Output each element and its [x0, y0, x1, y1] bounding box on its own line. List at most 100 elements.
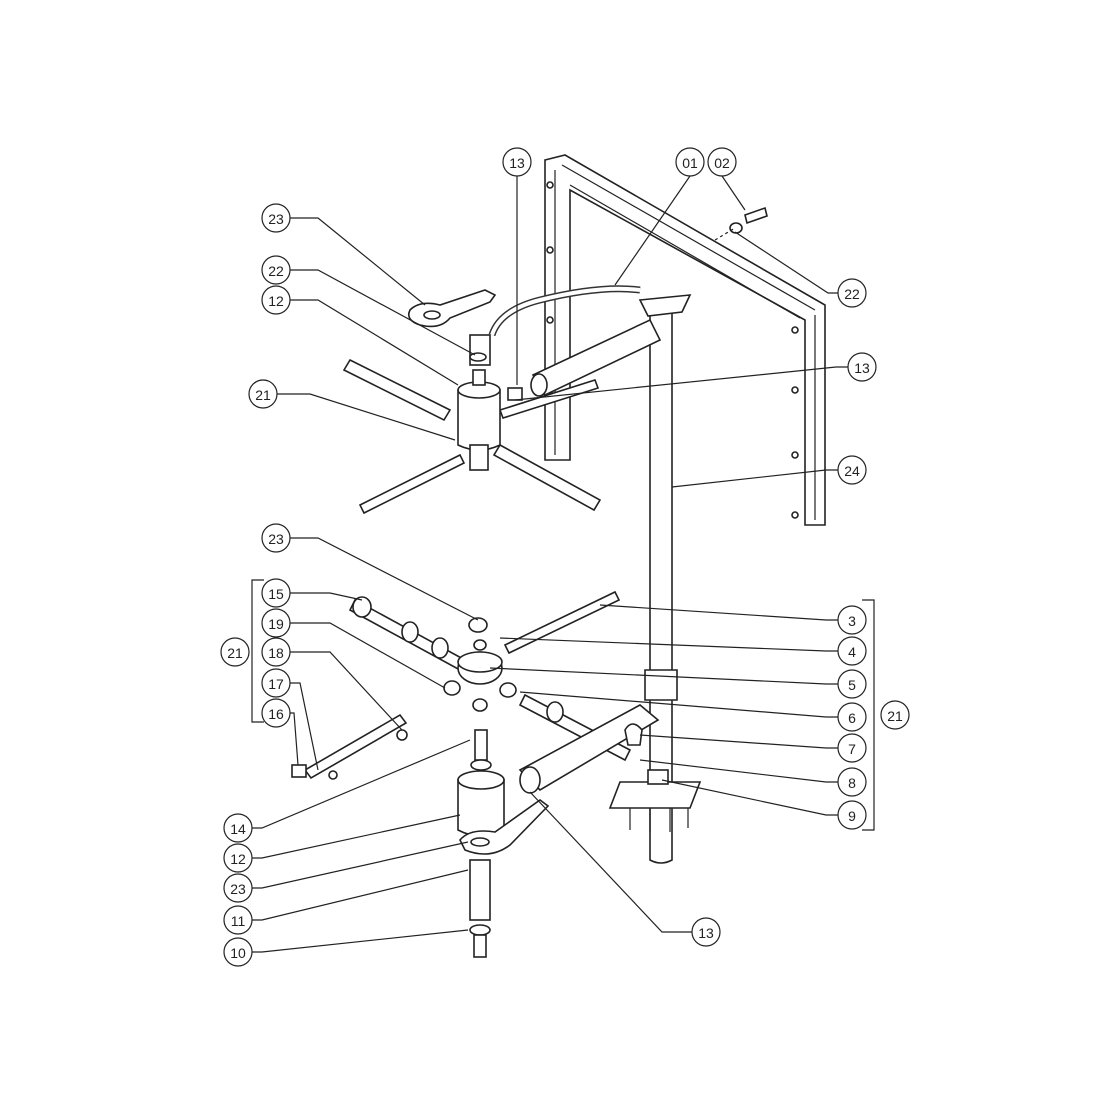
leader-line — [599, 604, 838, 621]
callout-circle — [223, 873, 253, 903]
callout-circle — [261, 698, 291, 728]
group-bracket-left — [251, 579, 264, 723]
callout-circle — [837, 733, 867, 763]
callout-10: 10 — [223, 937, 253, 967]
vertical-pipe — [638, 294, 692, 864]
callout-label: 10 — [230, 945, 246, 961]
callout-circle — [837, 278, 867, 308]
callout-label: 19 — [268, 616, 284, 632]
leader-line — [671, 469, 838, 488]
callout-label: 12 — [230, 851, 246, 867]
callout-label: 21 — [227, 645, 243, 661]
callout-01: 01 — [675, 147, 705, 177]
callout-21: 21 — [880, 700, 910, 730]
bracket-part — [407, 289, 497, 328]
callout-circle — [837, 455, 867, 485]
leader-line — [661, 779, 838, 816]
callout-12: 12 — [223, 843, 253, 873]
callout-label: 23 — [268, 211, 284, 227]
callout-6: 6 — [837, 702, 867, 732]
callout-circle — [837, 669, 867, 699]
callout-14: 14 — [223, 813, 253, 843]
callout-label: 24 — [844, 463, 860, 479]
callout-circle — [837, 800, 867, 830]
leader-line — [519, 691, 838, 718]
callout-12: 12 — [261, 285, 291, 315]
leader-line — [734, 231, 838, 294]
lower-wash-arm — [291, 590, 660, 794]
callout-16: 16 — [261, 698, 291, 728]
callout-label: 16 — [268, 706, 284, 722]
callout-circle — [220, 637, 250, 667]
callout-label: 11 — [231, 913, 246, 929]
door-frame — [544, 154, 826, 526]
callout-circle — [837, 605, 867, 635]
callout-21: 21 — [220, 637, 250, 667]
leader-line — [252, 841, 469, 889]
callout-15: 15 — [261, 578, 291, 608]
callout-circle — [261, 608, 291, 638]
callout-label: 15 — [268, 586, 284, 602]
leader-line — [290, 269, 476, 356]
leader-line — [252, 869, 469, 921]
leader-line — [290, 622, 446, 689]
leader-line — [290, 217, 426, 306]
callout-23: 23 — [261, 203, 291, 233]
group-bracket-right — [862, 599, 875, 831]
leader-line — [252, 929, 469, 953]
callout-label: 23 — [268, 531, 284, 547]
callout-label: 12 — [268, 293, 284, 309]
leader-line — [514, 366, 848, 401]
callout-label: 21 — [887, 708, 903, 724]
callout-22: 22 — [837, 278, 867, 308]
callout-label: 02 — [714, 155, 730, 171]
callout-circle — [261, 637, 291, 667]
callout-13: 13 — [691, 917, 721, 947]
callout-circle — [837, 636, 867, 666]
callout-11: 11 — [223, 905, 253, 935]
callout-circle — [880, 700, 910, 730]
callout-24: 24 — [837, 455, 867, 485]
upper-wash-arm — [342, 318, 662, 515]
leader-line — [489, 667, 838, 685]
callout-17: 17 — [261, 668, 291, 698]
callout-5: 5 — [837, 669, 867, 699]
callout-circle — [691, 917, 721, 947]
callout-4: 4 — [837, 636, 867, 666]
callout-circle — [675, 147, 705, 177]
callout-circle — [223, 813, 253, 843]
leader-line — [639, 734, 838, 749]
callout-label: 22 — [268, 263, 284, 279]
callout-label: 7 — [848, 741, 856, 757]
callout-circle — [502, 147, 532, 177]
leader-line — [290, 299, 459, 386]
callout-circle — [837, 702, 867, 732]
callout-circle — [223, 905, 253, 935]
callout-circle — [707, 147, 737, 177]
leader-line — [721, 175, 746, 211]
callout-circle — [261, 285, 291, 315]
leader-line — [529, 791, 692, 933]
leader-line — [639, 759, 838, 783]
callout-9: 9 — [837, 800, 867, 830]
callout-label: 22 — [844, 286, 860, 302]
callout-circle — [837, 767, 867, 797]
callout-8: 8 — [837, 767, 867, 797]
leader-line — [290, 592, 363, 601]
callout-label: 13 — [854, 360, 870, 376]
callout-label: 23 — [230, 881, 246, 897]
callout-circle — [248, 379, 278, 409]
callout-18: 18 — [261, 637, 291, 667]
callout-label: 8 — [848, 775, 856, 791]
leader-line — [277, 393, 456, 441]
callout-label: 01 — [682, 155, 698, 171]
callout-02: 02 — [707, 147, 737, 177]
callout-label: 3 — [848, 613, 856, 629]
callout-circle — [261, 523, 291, 553]
callout-label: 13 — [698, 925, 714, 941]
callouts: 13 01 02 22 23 22 12 21 13 24 23 15 19 18 17 16 21 3 456 7 8… — [220, 147, 910, 967]
callout-label: 17 — [268, 676, 284, 692]
callout-circle — [223, 937, 253, 967]
callout-label: 21 — [255, 387, 271, 403]
callout-label: 13 — [509, 155, 525, 171]
